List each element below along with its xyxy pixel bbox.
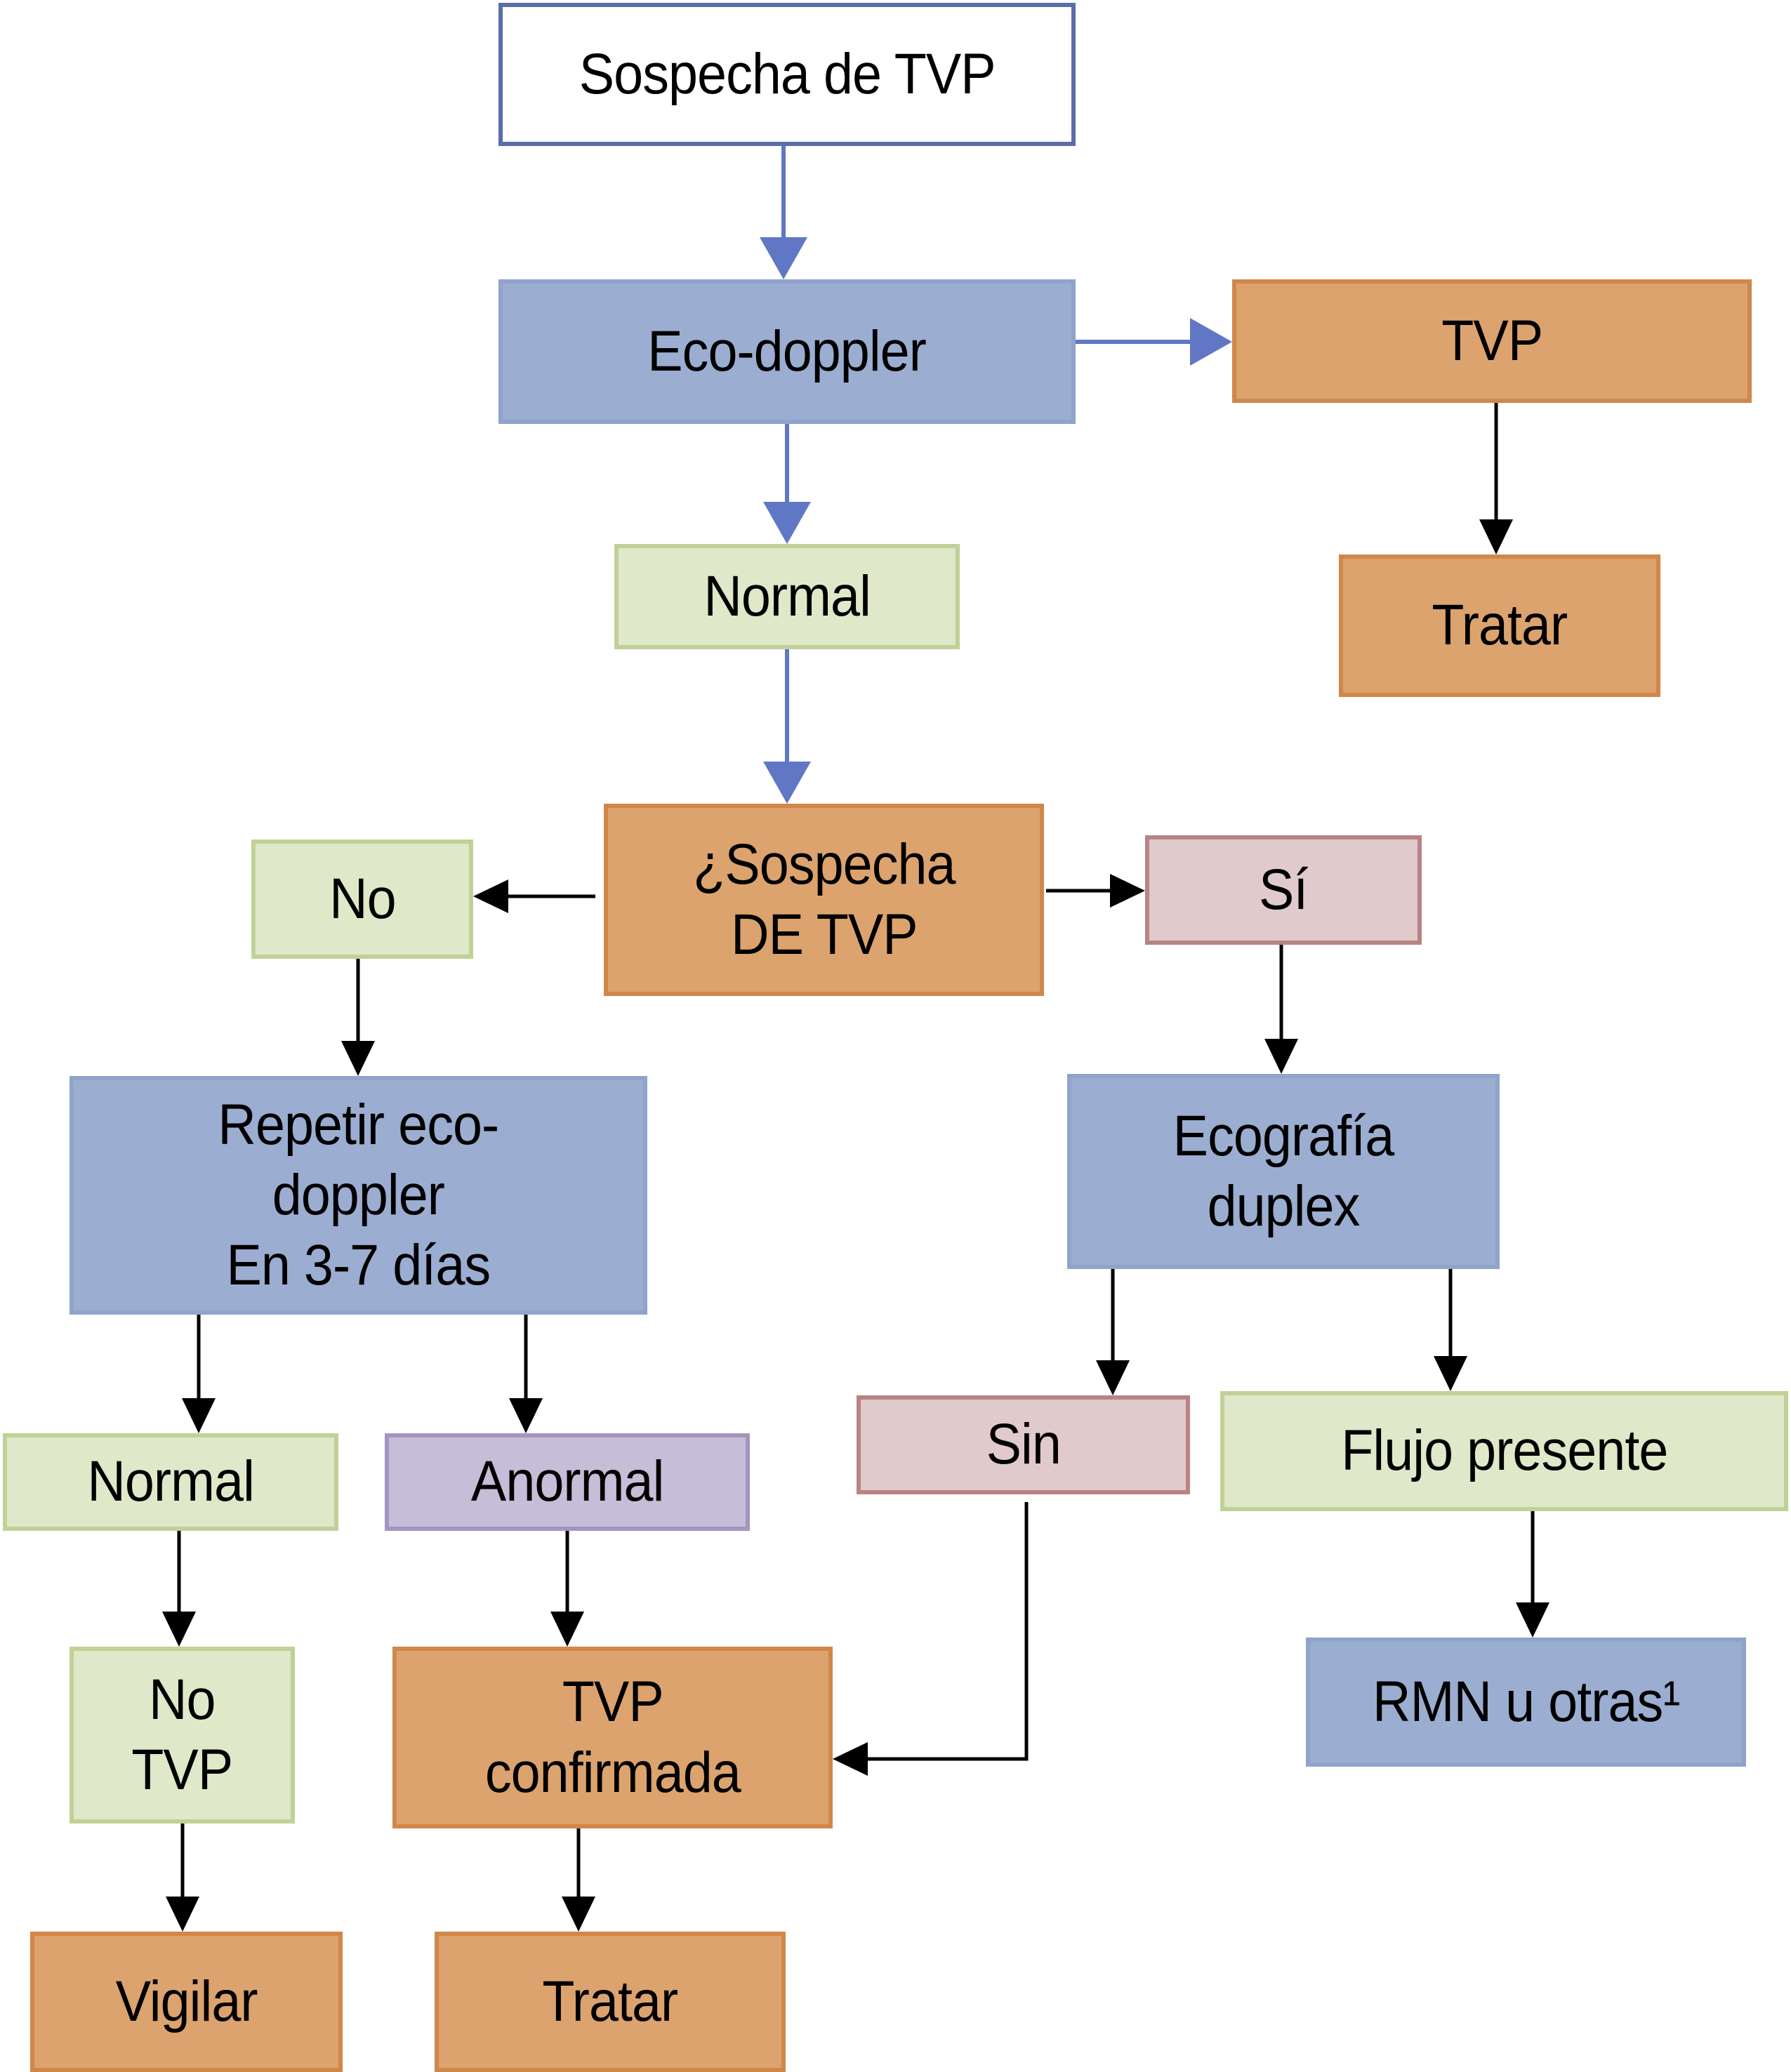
node-no-tvp-label: No TVP <box>131 1667 234 1802</box>
node-repetir-label: Repetir eco- doppler En 3-7 días <box>218 1092 500 1298</box>
node-normal-bottom: Normal <box>3 1433 338 1531</box>
node-anormal: Anormal <box>385 1433 750 1531</box>
node-no-label: No <box>329 866 397 931</box>
node-normal-top-label: Normal <box>703 564 871 628</box>
node-decision: ¿Sospecha DE TVP <box>604 804 1044 996</box>
arrowhead-icon <box>562 1897 595 1932</box>
arrowhead-icon <box>1190 318 1232 366</box>
connector-anormal-to-tvp_confirmada <box>550 1531 584 1647</box>
node-rmn: RMN u otras¹ <box>1306 1638 1746 1767</box>
connector-tvp_right-to-tratar_right <box>1479 403 1513 554</box>
arrowhead-icon <box>1516 1602 1549 1638</box>
connector-line <box>868 1502 1029 1761</box>
arrowhead-icon <box>1264 1039 1298 1074</box>
node-start-label: Sospecha de TVP <box>579 41 996 106</box>
node-sin-label: Sin <box>986 1412 1061 1477</box>
connector-normal_bottom-to-no_tvp <box>162 1531 196 1647</box>
arrowhead-icon <box>182 1398 216 1433</box>
node-tratar-right: Tratar <box>1339 554 1660 697</box>
connector-no_tvp-to-vigilar <box>166 1824 199 1932</box>
arrowhead-icon <box>166 1897 199 1932</box>
node-vigilar-label: Vigilar <box>115 1969 258 2033</box>
connector-normal_top-to-decision <box>763 649 811 804</box>
connector-sin-to-tvp_confirmada <box>833 1502 1029 1776</box>
arrowhead-icon <box>1479 519 1513 554</box>
node-flujo-label: Flujo presente <box>1340 1419 1668 1483</box>
node-si: Sí <box>1145 835 1422 945</box>
node-no-tvp: No TVP <box>70 1647 295 1824</box>
arrowhead-icon <box>341 1041 375 1076</box>
arrowhead-icon <box>509 1398 543 1433</box>
node-tvp-confirmada: TVP confirmada <box>392 1647 833 1828</box>
connector-no-to-repetir <box>341 959 375 1076</box>
node-sin: Sin <box>857 1395 1190 1494</box>
arrowhead-icon <box>763 502 811 544</box>
arrowhead-icon <box>162 1612 196 1647</box>
node-tratar-right-label: Tratar <box>1432 593 1568 658</box>
node-tvp-right-label: TVP <box>1441 308 1543 373</box>
node-eco-doppler-label: Eco-doppler <box>647 319 927 383</box>
node-anormal-label: Anormal <box>470 1449 664 1514</box>
connector-ecografia-to-sin <box>1096 1269 1130 1395</box>
arrowhead-icon <box>1434 1356 1467 1391</box>
connector-repetir-to-normal_bottom <box>182 1315 216 1433</box>
connector-eco_doppler-to-normal_top <box>763 424 811 544</box>
connector-start-to-eco_doppler <box>760 146 807 279</box>
connector-tvp_confirmada-to-tratar_bottom <box>562 1828 595 1932</box>
node-flujo: Flujo presente <box>1220 1391 1788 1511</box>
arrowhead-icon <box>550 1612 584 1647</box>
connector-ecografia-to-flujo <box>1434 1269 1467 1391</box>
node-start: Sospecha de TVP <box>498 3 1076 146</box>
connector-flujo-to-rmn <box>1516 1511 1549 1638</box>
arrowhead-icon <box>473 879 508 913</box>
node-repetir: Repetir eco- doppler En 3-7 días <box>70 1076 647 1315</box>
connector-repetir-to-anormal <box>509 1315 543 1433</box>
arrowhead-icon <box>760 237 807 279</box>
connector-si-to-ecografia <box>1264 945 1298 1074</box>
node-ecografia: Ecografía duplex <box>1067 1074 1500 1269</box>
node-decision-label: ¿Sospecha DE TVP <box>692 832 956 967</box>
node-no: No <box>251 839 473 959</box>
node-normal-top: Normal <box>614 544 960 649</box>
arrowhead-icon <box>1096 1360 1130 1395</box>
arrowhead-icon <box>763 762 811 804</box>
connector-eco_doppler-to-tvp_right <box>1076 318 1232 366</box>
node-eco-doppler: Eco-doppler <box>498 279 1076 424</box>
node-tratar-bottom: Tratar <box>435 1932 786 2072</box>
arrowhead-icon <box>833 1742 868 1776</box>
connector-decision-to-no <box>473 879 595 913</box>
node-ecografia-label: Ecografía duplex <box>1172 1103 1395 1238</box>
node-si-label: Sí <box>1259 857 1308 922</box>
node-tratar-bottom-label: Tratar <box>542 1969 679 2033</box>
connector-decision-to-si <box>1046 874 1145 908</box>
node-tvp-right: TVP <box>1232 279 1752 403</box>
node-vigilar: Vigilar <box>30 1932 343 2072</box>
arrowhead-icon <box>1110 874 1145 908</box>
node-tvp-confirmada-label: TVP confirmada <box>484 1670 741 1805</box>
node-rmn-label: RMN u otras¹ <box>1372 1669 1680 1734</box>
node-normal-bottom-label: Normal <box>87 1449 255 1514</box>
